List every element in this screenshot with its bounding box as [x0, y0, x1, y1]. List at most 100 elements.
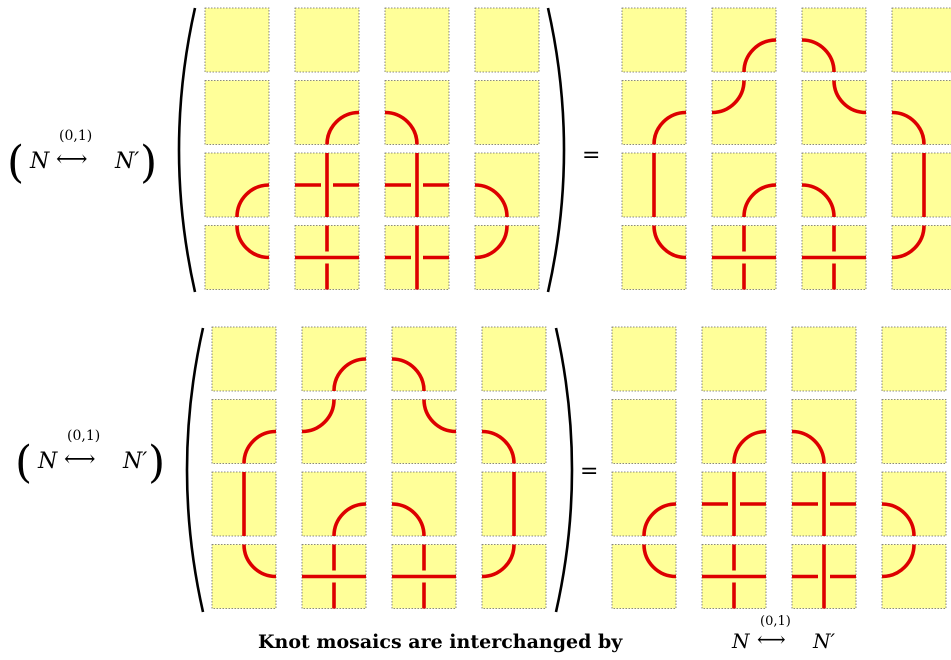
operator-right-symbol: N′ [114, 149, 139, 174]
mosaic-tile [791, 471, 857, 537]
mosaic-tile [211, 471, 277, 537]
left-mosaic-row1 [204, 7, 540, 290]
mosaic-tile [481, 326, 547, 392]
mosaic-tile [621, 225, 687, 290]
mosaic-tile [701, 326, 767, 392]
matrix-right-paren [546, 7, 566, 293]
mosaic-tile [294, 80, 360, 145]
mosaic-tile [611, 471, 677, 537]
mosaic-tile [474, 152, 540, 218]
tile-background [621, 7, 687, 73]
mosaic-tile [211, 399, 277, 464]
arc-strand [481, 544, 516, 579]
mosaic-tile [474, 7, 540, 73]
tile-background [384, 7, 450, 73]
mosaic-tile [474, 225, 540, 290]
arc-strand [474, 183, 509, 218]
mosaic-tile [384, 152, 450, 218]
mosaic-tile [711, 225, 777, 290]
mosaic-tile [301, 399, 367, 464]
mosaic-tile [384, 80, 450, 145]
tile-background [474, 7, 540, 73]
tile-background [211, 326, 277, 392]
mosaic-tile [891, 80, 951, 145]
arc-strand [881, 502, 916, 537]
mosaic-tile [211, 326, 277, 392]
right-mosaic-row2 [611, 326, 947, 609]
mosaic-tile [801, 7, 867, 73]
mosaic-tile [801, 80, 867, 145]
mosaic-tile [391, 544, 457, 609]
mosaic-tile [621, 80, 687, 145]
mosaic-tile [711, 7, 777, 73]
arc-strand [332, 357, 367, 392]
arc-strand [832, 80, 867, 115]
mosaic-tile [891, 225, 951, 290]
mosaic-tile [481, 544, 547, 609]
arc-strand [242, 544, 277, 579]
caption-superscript: (0,1) [760, 614, 791, 629]
operator-arrow: ⟷ [64, 447, 96, 472]
mosaic-tile [711, 80, 777, 145]
arc-strand [332, 502, 367, 537]
arc-strand [891, 225, 926, 260]
arc-strand [801, 183, 836, 218]
operator-left-symbol: N [37, 449, 58, 474]
mosaic-tile [384, 7, 450, 73]
mosaic-tile [701, 471, 767, 537]
mosaic-tile [801, 225, 867, 290]
mosaic-tile [801, 152, 867, 218]
caption-prefix: Knot mosaics are interchanged by [258, 631, 623, 653]
mosaic-tile [791, 399, 857, 464]
arc-strand [481, 429, 516, 464]
mosaic-tile [384, 225, 450, 290]
mosaic-tile [791, 544, 857, 609]
svg-text:(: ( [7, 137, 24, 188]
tile-background [791, 326, 857, 392]
operator-right-symbol: N′ [122, 449, 147, 474]
svg-text:): ) [140, 137, 157, 188]
arc-strand [791, 429, 826, 464]
tile-background [204, 7, 270, 73]
mosaic-tile [881, 544, 947, 609]
arc-strand [235, 183, 270, 218]
mosaic-tile [294, 7, 360, 73]
operator-left-symbol: N [29, 149, 50, 174]
row2-operator-label: ( N (0,1) ⟷ N′ ) [15, 428, 165, 488]
mosaic-tile [791, 326, 857, 392]
arc-strand [742, 38, 777, 73]
arc-strand [742, 183, 777, 218]
operator-superscript: (0,1) [59, 128, 92, 144]
arc-strand [474, 225, 509, 260]
mosaic-tile [711, 152, 777, 218]
tile-background [611, 399, 677, 464]
operator-superscript: (0,1) [67, 428, 100, 444]
tile-background [611, 326, 677, 392]
arc-strand [422, 399, 457, 434]
arc-strand [642, 502, 677, 537]
arc-strand [235, 225, 270, 260]
operator-arrow: ⟷ [56, 147, 88, 172]
tile-background [891, 152, 951, 218]
mosaic-tile [211, 544, 277, 609]
mosaic-tile [611, 326, 677, 392]
mosaic-tile [391, 399, 457, 464]
mosaic-tile [881, 471, 947, 537]
mosaic-tile [204, 152, 270, 218]
arc-strand [891, 110, 926, 145]
arc-strand [711, 80, 746, 115]
mosaic-tile [301, 326, 367, 392]
mosaic-tile [881, 399, 947, 464]
caption-left-symbol: N [731, 629, 751, 653]
arc-strand [881, 544, 916, 579]
matrix-left-paren [177, 7, 197, 293]
mosaic-tile [391, 471, 457, 537]
mosaic-tile [294, 225, 360, 290]
mosaic-tile [294, 152, 360, 218]
arc-strand [732, 429, 767, 464]
mosaic-tile [891, 152, 951, 218]
tile-background [881, 399, 947, 464]
mosaic-tile [701, 399, 767, 464]
tile-background [481, 326, 547, 392]
